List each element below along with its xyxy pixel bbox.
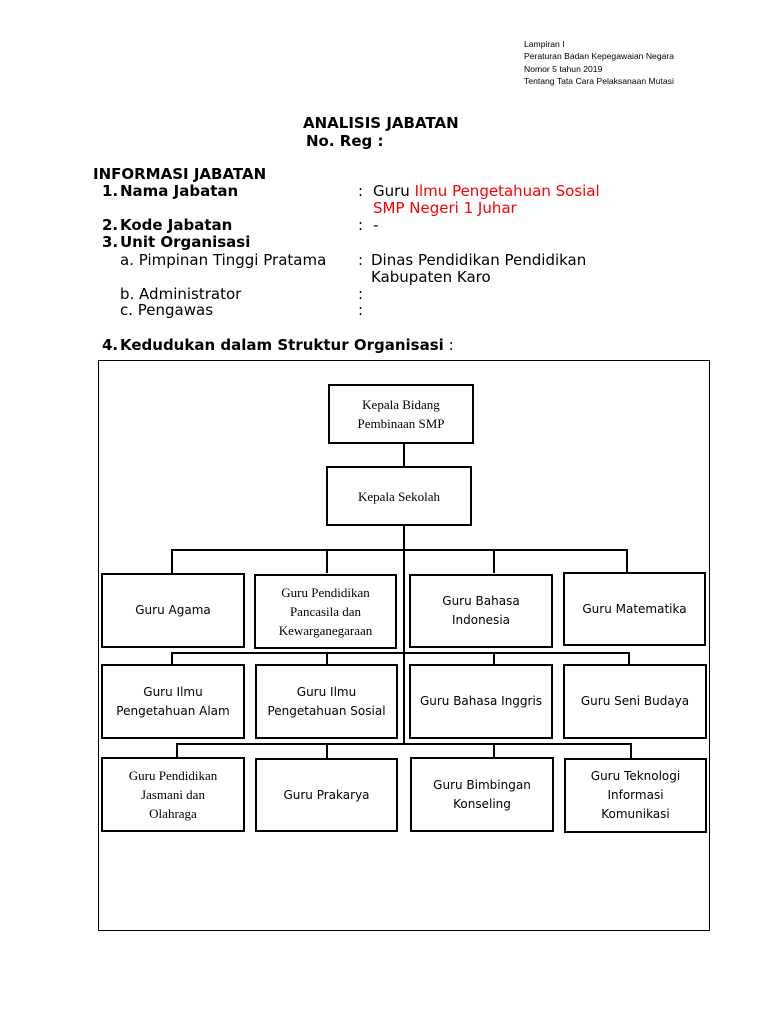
item-number: 3. [102,233,119,251]
org-box-kepala-bidang: Kepala Bidang Pembinaan SMP [328,384,474,444]
org-chart-frame [98,360,710,931]
org-box-label: Guru Ilmu Pengetahuan Alam [116,684,230,718]
connector-drop [326,743,328,758]
org-box-guru-agama: Guru Agama [101,573,245,648]
connector-drop [326,549,328,573]
connector-row1-bus [171,549,628,551]
org-box-label: Guru Pendidikan Jasmani dan Olahraga [128,768,218,821]
org-box-guru-bahasa-inggris: Guru Bahasa Inggris [409,664,553,739]
pengawas-label: c. Pengawas [120,301,214,319]
org-box-guru-bahasa-indonesia: Guru Bahasa Indonesia [409,574,553,648]
kode-jabatan-value: - [373,216,379,234]
org-box-guru-ipa: Guru Ilmu Pengetahuan Alam [101,664,245,739]
document-title: ANALISIS JABATAN [303,114,459,132]
lampiran-line: Peraturan Badan Kepegawaian Negara [524,51,675,62]
org-box-guru-bk: Guru Bimbingan Konseling [410,757,554,832]
colon: : [358,251,364,269]
org-box-label: Guru Ilmu Pengetahuan Sosial [267,684,386,718]
administrator-label: b. Administrator [120,285,242,303]
org-box-label: Guru Seni Budaya [580,694,690,708]
connector-drop [493,652,495,664]
connector-drop [171,549,173,573]
lampiran-line: Lampiran I [524,39,565,49]
org-box-guru-ips: Guru Ilmu Pengetahuan Sosial [255,664,398,739]
org-box-guru-seni-budaya: Guru Seni Budaya [563,664,707,739]
colon: : [358,182,364,200]
lampiran-line: Nomor 5 tahun 2019 [524,63,603,74]
connector-drop [176,743,178,758]
org-box-guru-pjok: Guru Pendidikan Jasmani dan Olahraga [101,757,245,832]
nama-jabatan-highlight: Ilmu Pengetahuan Sosial [414,182,600,200]
org-box-guru-prakarya: Guru Prakarya [255,758,398,832]
connector-row2-bus [171,652,630,654]
connector-drop [628,652,630,664]
pimpinan-label: a. Pimpinan Tinggi Pratama [120,251,327,269]
nama-jabatan-label: Nama Jabatan [120,182,239,200]
org-box-guru-tik: Guru Teknologi Informasi Komunikasi [564,758,707,833]
connector-row3-bus [176,743,632,745]
colon: : [358,216,364,234]
pimpinan-value: Dinas Pendidikan Pendidikan [371,251,587,269]
org-box-label: Kepala Bidang Pembinaan SMP [357,397,445,431]
connector-drop [626,549,628,573]
lampiran-note: Lampiran I Peraturan Badan Kepegawaian N… [524,38,674,87]
colon: : [358,301,364,319]
org-box-guru-matematika: Guru Matematika [563,572,706,646]
org-box-label: Guru Matematika [582,601,687,616]
org-box-label: Kepala Sekolah [358,488,440,504]
org-box-guru-ppkn: Guru Pendidikan Pancasila dan Kewarganeg… [254,574,397,649]
nama-jabatan-school: SMP Negeri 1 Juhar [373,199,517,217]
item-number: 2. [102,216,119,234]
org-box-label: Guru Agama [135,603,211,617]
connector-drop [493,743,495,758]
item-number: 1. [102,182,119,200]
org-box-label: Guru Bahasa Indonesia [442,594,520,627]
colon: : [358,285,364,303]
pimpinan-value-line2: Kabupaten Karo [371,268,491,286]
item-number: 4. [102,336,119,354]
colon: : [448,336,454,354]
nama-jabatan-prefix: Guru [373,182,410,200]
kode-jabatan-label: Kode Jabatan [120,216,233,234]
org-box-label: Guru Teknologi Informasi Komunikasi [590,769,681,821]
org-box-label: Guru Bahasa Inggris [419,694,543,708]
org-box-label: Guru Prakarya [283,787,370,802]
lampiran-line: Tentang Tata Cara Pelaksanaan Mutasi [524,75,674,86]
connector-trunk [403,443,405,743]
no-reg-label: No. Reg : [306,132,384,150]
org-box-kepala-sekolah: Kepala Sekolah [326,466,472,526]
org-box-label: Guru Bimbingan Konseling [433,777,531,811]
connector-drop [493,549,495,573]
connector-drop [630,743,632,758]
org-box-label: Guru Pendidikan Pancasila dan Kewarganeg… [278,585,373,638]
unit-organisasi-label: Unit Organisasi [120,233,251,251]
kedudukan-label-wrap: Kedudukan dalam Struktur Organisasi : [120,336,454,354]
kedudukan-label: Kedudukan dalam Struktur Organisasi [120,336,444,354]
connector-drop [326,652,328,664]
nama-jabatan-value: Guru Ilmu Pengetahuan Sosial [373,182,600,200]
connector-drop [171,652,173,664]
section-title: INFORMASI JABATAN [93,165,267,183]
